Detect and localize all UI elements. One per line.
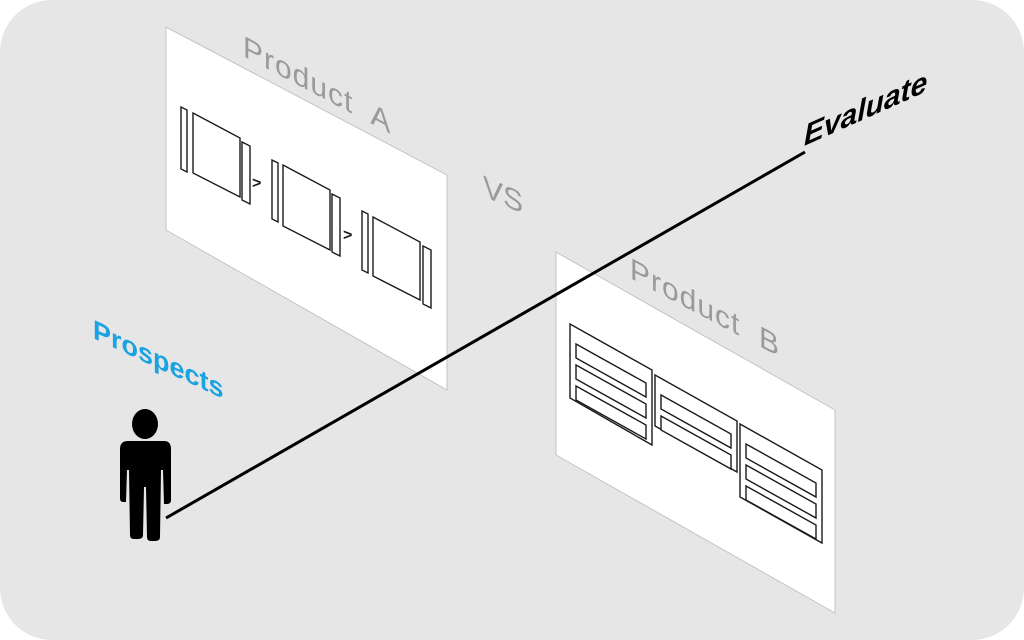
product-a-flow-wireframe: > > (180, 105, 432, 310)
flow-screen-3 (372, 215, 421, 302)
column-2-frame (654, 373, 738, 474)
flow-screen-1 (192, 111, 241, 199)
product-b-column-3 (739, 422, 823, 545)
flow-arrow-2-icon: > (343, 227, 352, 244)
flow-arrow-1-icon: > (252, 175, 261, 192)
product-b-column-2 (654, 373, 738, 474)
product-b-column-1 (569, 322, 653, 447)
column-1-row-1 (575, 342, 647, 399)
column-3-row-2 (745, 463, 817, 520)
column-1-frame (569, 322, 653, 447)
column-3-frame (739, 422, 823, 545)
column-2-row-2 (660, 414, 732, 471)
product-a-panel-surface (165, 26, 448, 391)
flow-screen-3-left-bar (361, 209, 369, 275)
flow-screen-2-left-bar (271, 158, 279, 224)
product-b-panel-surface (555, 251, 836, 614)
flow-screen-3-right-bar (422, 244, 432, 310)
flow-screen-2 (282, 163, 331, 252)
person-icon (120, 409, 171, 541)
column-2-row-1 (660, 393, 732, 450)
column-3-row-1 (745, 442, 817, 499)
column-1-row-3 (575, 384, 647, 441)
column-3-row-3 (745, 484, 817, 541)
column-1-row-2 (575, 363, 647, 420)
flow-screen-1-left-bar (180, 105, 188, 174)
evaluation-path-line (165, 150, 806, 520)
flow-screen-1-right-bar (241, 140, 251, 206)
product-a-panel: > > Product A (165, 26, 448, 391)
flow-screen-2-right-bar (331, 192, 341, 258)
